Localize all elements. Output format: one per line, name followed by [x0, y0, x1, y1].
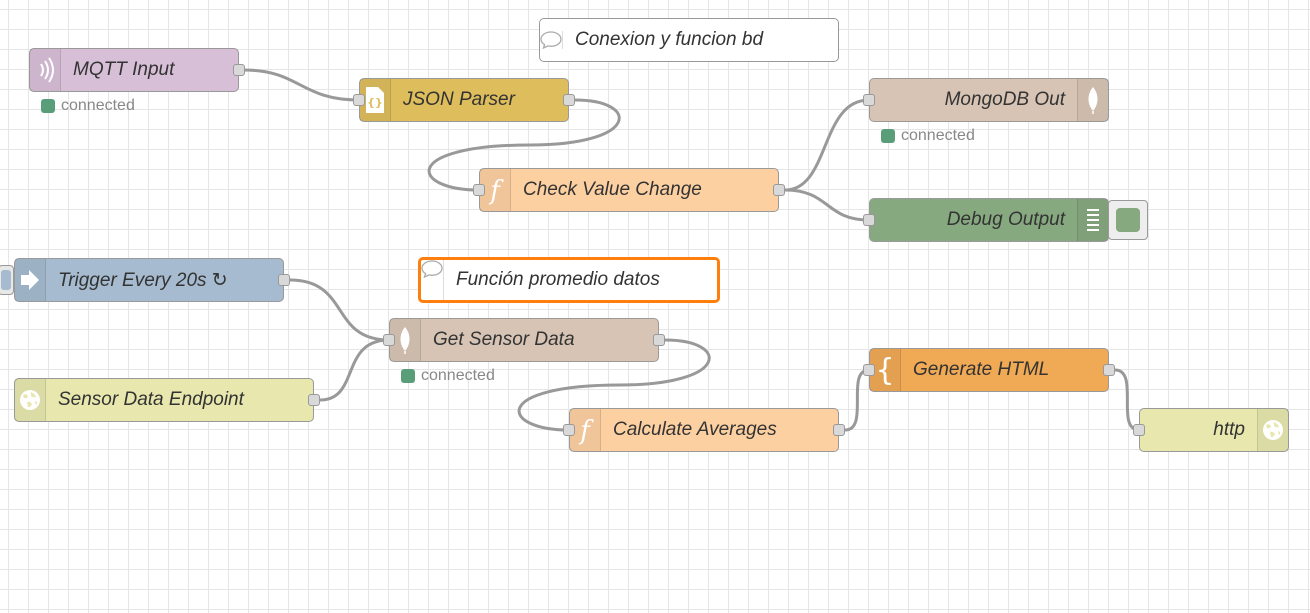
node-label: Generate HTML — [913, 359, 1050, 380]
wire-getsensor-to-calc[interactable] — [517, 338, 711, 432]
comment-average-function[interactable]: Función promedio datos — [418, 257, 720, 303]
wire-calc-to-genhtml[interactable] — [844, 368, 870, 432]
comment-db-connection[interactable]: Conexion y funcion bd — [539, 18, 839, 62]
status-connected: connected — [881, 127, 975, 145]
status-connected: connected — [41, 97, 135, 115]
template-brace-icon: { — [870, 349, 901, 391]
status-text: connected — [901, 127, 975, 144]
wire-check-to-debug[interactable] — [784, 188, 870, 222]
svg-text:f: f — [488, 176, 504, 205]
mongodb-leaf-icon — [1077, 79, 1108, 121]
input-port[interactable] — [863, 364, 875, 376]
comment-label: Función promedio datos — [456, 269, 660, 290]
node-trigger-every-20s[interactable]: Trigger Every 20s ↻ — [14, 258, 284, 302]
output-port[interactable] — [308, 394, 320, 406]
input-port[interactable] — [563, 424, 575, 436]
output-port[interactable] — [563, 94, 575, 106]
mongodb-leaf-icon — [390, 319, 421, 361]
function-icon: f — [480, 169, 511, 211]
inject-trigger-button[interactable] — [0, 265, 14, 295]
node-mqtt-input[interactable]: MQTT Input — [29, 48, 239, 92]
node-check-value-change[interactable]: f Check Value Change — [479, 168, 779, 212]
input-port[interactable] — [353, 94, 365, 106]
node-label: JSON Parser — [403, 89, 515, 110]
input-port[interactable] — [1133, 424, 1145, 436]
node-label: MQTT Input — [73, 59, 175, 80]
comment-icon — [421, 260, 444, 300]
wire-check-to-mongodb[interactable] — [784, 98, 870, 192]
svg-text:f: f — [578, 416, 594, 445]
json-braces-icon: {} — [360, 79, 391, 121]
input-port[interactable] — [863, 214, 875, 226]
status-text: connected — [421, 367, 495, 384]
status-text: connected — [61, 97, 135, 114]
node-label: Debug Output — [946, 209, 1065, 230]
wire-mqtt-to-json[interactable] — [243, 68, 360, 102]
status-dot — [41, 99, 55, 113]
node-label: MongoDB Out — [944, 89, 1065, 110]
output-port[interactable] — [1103, 364, 1115, 376]
status-dot — [401, 369, 415, 383]
node-label: Check Value Change — [523, 179, 702, 200]
output-port[interactable] — [653, 334, 665, 346]
wire-endpoint-to-getsensor[interactable] — [319, 338, 390, 402]
wire-genhtml-to-http[interactable] — [1114, 368, 1140, 432]
wire-trigger-to-getsensor[interactable] — [289, 278, 390, 342]
node-sensor-data-endpoint[interactable]: Sensor Data Endpoint — [14, 378, 314, 422]
function-icon: f — [570, 409, 601, 451]
node-label: http — [1213, 419, 1245, 440]
inject-arrow-icon — [15, 259, 46, 301]
output-port[interactable] — [833, 424, 845, 436]
status-dot — [881, 129, 895, 143]
node-label: Trigger Every 20s ↻ — [58, 269, 228, 291]
mqtt-wave-icon — [30, 49, 61, 91]
output-port[interactable] — [773, 184, 785, 196]
wire-json-to-check[interactable] — [427, 98, 621, 192]
node-http-response[interactable]: http — [1139, 408, 1289, 452]
node-json-parser[interactable]: {} JSON Parser — [359, 78, 569, 122]
output-port[interactable] — [278, 274, 290, 286]
input-port[interactable] — [383, 334, 395, 346]
node-label: Calculate Averages — [613, 419, 777, 440]
inject-button-indicator — [1, 270, 11, 290]
svg-text:{: { — [876, 354, 894, 386]
node-generate-html[interactable]: { Generate HTML — [869, 348, 1109, 392]
node-get-sensor-data[interactable]: Get Sensor Data — [389, 318, 659, 362]
svg-text:{}: {} — [367, 96, 383, 109]
comment-label: Conexion y funcion bd — [575, 29, 764, 50]
debug-toggle-button[interactable] — [1108, 200, 1148, 240]
node-label: Sensor Data Endpoint — [58, 389, 244, 410]
node-calculate-averages[interactable]: f Calculate Averages — [569, 408, 839, 452]
debug-list-icon — [1077, 199, 1108, 241]
globe-icon — [1257, 409, 1288, 451]
node-debug-output[interactable]: Debug Output — [869, 198, 1109, 242]
debug-toggle-indicator — [1116, 208, 1140, 232]
output-port[interactable] — [233, 64, 245, 76]
node-mongodb-out[interactable]: MongoDB Out — [869, 78, 1109, 122]
globe-icon — [15, 379, 46, 421]
input-port[interactable] — [473, 184, 485, 196]
status-connected: connected — [401, 367, 495, 385]
node-label: Get Sensor Data — [433, 329, 575, 350]
input-port[interactable] — [863, 94, 875, 106]
comment-icon — [540, 31, 563, 49]
